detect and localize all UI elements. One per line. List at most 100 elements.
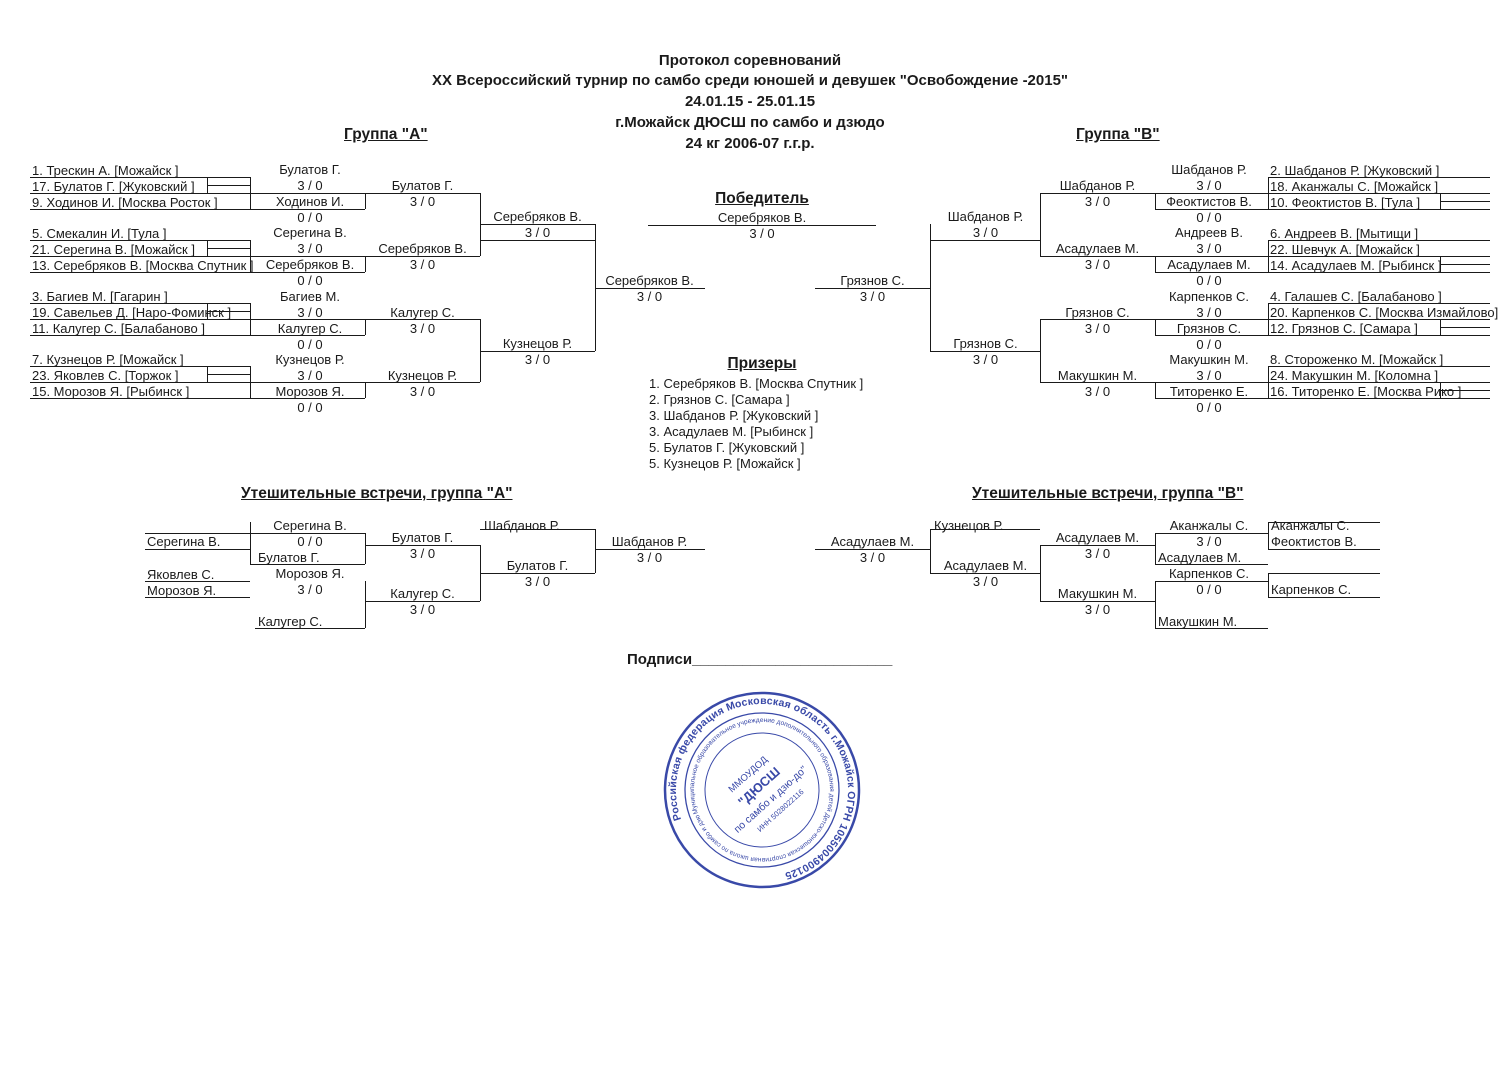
group-b-r2-name: Шабданов Р. bbox=[1059, 178, 1136, 193]
bracket-line bbox=[365, 382, 480, 383]
bracket-line bbox=[1440, 201, 1490, 202]
group-b-r1-name: Карпенков С. bbox=[1168, 289, 1250, 304]
bracket-line bbox=[365, 193, 480, 194]
group-a-r1-score: 3 / 0 bbox=[297, 241, 323, 256]
group-a-final-score: 3 / 0 bbox=[636, 289, 663, 304]
group-a-r2-score: 3 / 0 bbox=[409, 194, 436, 209]
bracket-line bbox=[365, 319, 366, 335]
bracket-line bbox=[1155, 256, 1268, 257]
bracket-line bbox=[1268, 522, 1380, 523]
group-a-title: Группа "А" bbox=[344, 126, 428, 143]
group-b-entrant: 18. Аканжалы С. [Можайск ] bbox=[1270, 179, 1439, 194]
bracket-line bbox=[1268, 573, 1269, 597]
group-a-r2-score: 3 / 0 bbox=[409, 257, 436, 272]
cons-b-s-score: 3 / 0 bbox=[972, 574, 999, 589]
group-b-r1-score: 0 / 0 bbox=[1196, 273, 1222, 288]
cons-b-entrant: Аканжалы С. bbox=[1271, 518, 1350, 533]
cons-b-match-score: 0 / 0 bbox=[1196, 582, 1222, 597]
event-location: г.Можайск ДЮСШ по самбо и дзюдо bbox=[615, 114, 885, 131]
winner-score: 3 / 0 bbox=[749, 226, 775, 241]
group-a-r2-score: 3 / 0 bbox=[409, 384, 436, 399]
group-a-entrant: 15. Морозов Я. [Рыбинск ] bbox=[32, 384, 190, 399]
event-dates: 24.01.15 - 25.01.15 bbox=[684, 93, 816, 110]
bracket-line bbox=[1155, 581, 1268, 582]
bracket-line bbox=[207, 374, 250, 375]
cons-b-entrant: Кузнецов Р. bbox=[934, 518, 1004, 533]
bracket-line bbox=[1440, 327, 1490, 328]
group-a-r2-name: Калугер С. bbox=[390, 305, 455, 320]
bracket-line bbox=[1040, 601, 1155, 602]
bracket-line bbox=[30, 272, 250, 273]
group-b-title: Группа "В" bbox=[1076, 126, 1160, 143]
group-a-r2-name: Серебряков В. bbox=[378, 241, 467, 256]
group-a-r1-score: 3 / 0 bbox=[297, 178, 323, 193]
cons-a-s-score: 3 / 0 bbox=[524, 574, 551, 589]
bracket-line bbox=[365, 382, 366, 398]
group-b-r3-name: Шабданов Р. bbox=[947, 209, 1024, 224]
group-b-r2-score: 3 / 0 bbox=[1084, 257, 1111, 272]
cons-a-entrant: Калугер С. bbox=[258, 614, 323, 629]
group-b-r1-score: 3 / 0 bbox=[1196, 241, 1222, 256]
group-a-r3-name: Серебряков В. bbox=[493, 209, 582, 224]
cons-b-result-score: 3 / 0 bbox=[859, 550, 886, 565]
bracket-line bbox=[1040, 545, 1155, 546]
group-a-r3-name: Кузнецов Р. bbox=[502, 336, 573, 351]
bracket-line bbox=[250, 256, 365, 257]
group-a-r1-name: Кузнецов Р. bbox=[275, 352, 345, 367]
prize-item: 5. Кузнецов Р. [Можайск ] bbox=[649, 456, 801, 471]
bracket-line bbox=[930, 240, 1040, 241]
cons-b-q-score: 3 / 0 bbox=[1084, 602, 1111, 617]
bracket-line bbox=[1268, 177, 1490, 178]
cons-b-match-score: 3 / 0 bbox=[1196, 534, 1222, 549]
group-a-entrant: 9. Ходинов И. [Москва Росток ] bbox=[32, 195, 218, 210]
bracket-line bbox=[30, 303, 250, 304]
cons-b-q-name: Асадулаев М. bbox=[1055, 530, 1140, 545]
cons-b-q-name: Макушкин М. bbox=[1057, 586, 1138, 601]
bracket-line bbox=[207, 311, 250, 312]
group-b-entrant: 24. Макушкин М. [Коломна ] bbox=[1270, 368, 1439, 383]
group-b-r1-score: 0 / 0 bbox=[1196, 400, 1222, 415]
bracket-line bbox=[1155, 533, 1268, 534]
group-b-r1-name: Титоренко Е. bbox=[1169, 384, 1249, 399]
group-a-r1-score: 3 / 0 bbox=[297, 368, 323, 383]
bracket-line bbox=[595, 288, 705, 289]
bracket-line bbox=[30, 319, 250, 320]
bracket-line bbox=[255, 628, 365, 629]
bracket-line bbox=[930, 529, 931, 573]
weight-category: 24 кг 2006-07 г.г.р. bbox=[685, 135, 815, 152]
cons-a-s-name: Булатов Г. bbox=[506, 558, 569, 573]
bracket-line bbox=[1268, 366, 1490, 367]
bracket-line bbox=[1155, 319, 1156, 335]
bracket-line bbox=[30, 382, 250, 383]
cons-a-entrant: Серегина В. bbox=[147, 534, 221, 549]
cons-b-entrant: Феоктистов В. bbox=[1271, 534, 1357, 549]
prizes-title: Призеры bbox=[727, 355, 797, 372]
group-b-r3-score: 3 / 0 bbox=[972, 352, 999, 367]
group-b-entrant: 6. Андреев В. [Мытищи ] bbox=[1270, 226, 1419, 241]
bracket-line bbox=[250, 209, 365, 210]
bracket-line bbox=[1155, 628, 1268, 629]
group-a-r1-score: 0 / 0 bbox=[297, 210, 323, 225]
bracket-line bbox=[595, 549, 705, 550]
group-a-r1-name: Калугер С. bbox=[277, 321, 343, 336]
group-a-r1-name: Серегина В. bbox=[273, 225, 347, 240]
group-b-r2-name: Асадулаев М. bbox=[1055, 241, 1140, 256]
bracket-line bbox=[1040, 193, 1155, 194]
bracket-line bbox=[1268, 335, 1490, 336]
group-b-r1-score: 3 / 0 bbox=[1196, 368, 1222, 383]
bracket-line bbox=[207, 248, 250, 249]
group-b-r2-score: 3 / 0 bbox=[1084, 194, 1111, 209]
group-b-entrant: 10. Феоктистов В. [Тула ] bbox=[1270, 195, 1421, 210]
bracket-line bbox=[595, 224, 596, 351]
cons-a-entrant: Булатов Г. bbox=[258, 550, 320, 565]
bracket-line bbox=[1268, 240, 1490, 241]
group-b-r1-score: 0 / 0 bbox=[1196, 337, 1222, 352]
bracket-line bbox=[1268, 319, 1490, 320]
cons-a-q-score: 3 / 0 bbox=[409, 546, 436, 561]
bracket-line bbox=[250, 319, 365, 320]
bracket-line bbox=[1268, 573, 1380, 574]
bracket-line bbox=[1268, 549, 1380, 550]
group-b-r3-name: Грязнов С. bbox=[953, 336, 1018, 351]
group-a-r1-score: 0 / 0 bbox=[297, 400, 323, 415]
consolation-b-title: Утешительные встречи, группа "В" bbox=[972, 485, 1244, 502]
